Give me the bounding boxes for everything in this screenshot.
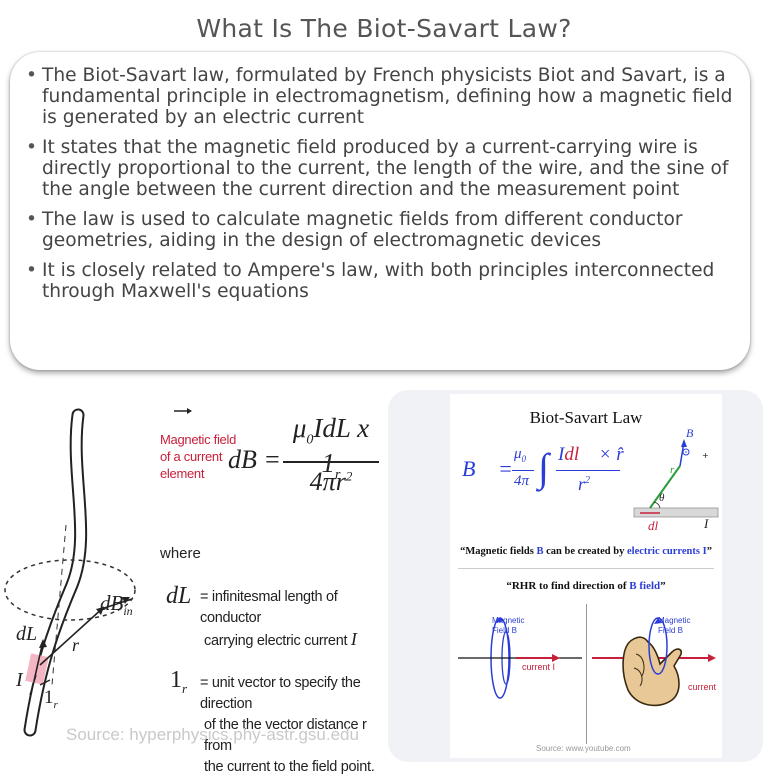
slide-label-i: I: [704, 516, 709, 531]
slide-vertical-divider: [586, 604, 587, 744]
slide-title: Biot-Savart Law: [529, 408, 643, 427]
slide-caption-2: “RHR to find direction of B field”: [506, 580, 666, 592]
rhr-right-label: Magnetic Field B: [658, 616, 691, 635]
rhr-current-label: current: [688, 682, 717, 692]
slide-label-b: B: [686, 426, 694, 440]
left-figure: dBin r dL I 1r Magnetic field of a curre…: [0, 385, 380, 775]
db-arrowhead: [122, 597, 130, 604]
slide: Biot-Savart Law B⃗ = μ0 4π ∫ Idl⃗ × r̂ r…: [450, 394, 722, 758]
dl-definition: = infinitesmal length of conductor carry…: [200, 589, 357, 649]
right-figure: Biot-Savart Law B⃗ = μ0 4π ∫ Idl⃗ × r̂ r…: [388, 390, 763, 762]
r-vector: [39, 606, 105, 666]
dl-label: dL: [16, 623, 38, 645]
formula-caption: Magnetic field of a current element: [160, 432, 237, 481]
formula-bar: [283, 461, 379, 463]
slide-caption-1: “Magnetic fields B can be created by ele…: [460, 546, 712, 557]
unit-r-label: 1r: [44, 687, 58, 711]
formula-numerator: μ0IdL x 1r: [292, 413, 370, 483]
slide-label-theta: θ: [659, 492, 665, 504]
wire-diagram: [4, 408, 192, 737]
slide-formula-b: B⃗ =: [462, 456, 513, 481]
axis-line: [51, 524, 67, 686]
dl-arrowhead: [39, 639, 47, 648]
i-label: I: [16, 669, 23, 691]
unit-vector: [39, 679, 51, 686]
svg-text:+: +: [702, 451, 709, 460]
bullet-item: It is closely related to Ampere's law, w…: [26, 260, 741, 302]
right-source: Source: www.youtube.com: [536, 744, 631, 753]
page-title: What Is The Biot-Savart Law?: [196, 14, 572, 43]
bullet-item: The law is used to calculate magnetic fi…: [26, 209, 741, 251]
formula-lhs: dB =: [228, 445, 281, 474]
left-source: Source: hyperphysics.phy-astr.gsu.edu: [66, 725, 359, 744]
slide-mu: μ0: [514, 446, 527, 464]
rhr-current-i-label: current I: [522, 662, 556, 672]
slide-label-r: r: [670, 464, 675, 476]
slide-vector-diagram: +: [633, 439, 719, 518]
r-label: r: [72, 635, 80, 655]
slide-divider: [458, 568, 714, 569]
dl-symbol: dL: [166, 583, 192, 609]
formula-denominator: 4πr2: [309, 467, 353, 496]
slide-label-dl: dl: [648, 518, 659, 533]
rhr-loop-diagram: [458, 617, 582, 699]
slide-numerator: Idl⃗ × r̂: [558, 444, 624, 465]
right-hand-diagram: [592, 617, 716, 707]
ir-symbol: 1r: [170, 667, 188, 696]
db-label: dBin: [100, 591, 133, 619]
bullet-list: The Biot-Savart law, formulated by Frenc…: [26, 65, 741, 311]
where-label: where: [160, 545, 201, 562]
i-vector: [29, 674, 37, 696]
bullet-item: The Biot-Savart law, formulated by Frenc…: [26, 65, 741, 128]
rhr-left-label: Magnetic Field B: [492, 616, 525, 635]
field-circle: [4, 559, 136, 621]
bullet-item: It states that the magnetic field produc…: [26, 137, 741, 200]
